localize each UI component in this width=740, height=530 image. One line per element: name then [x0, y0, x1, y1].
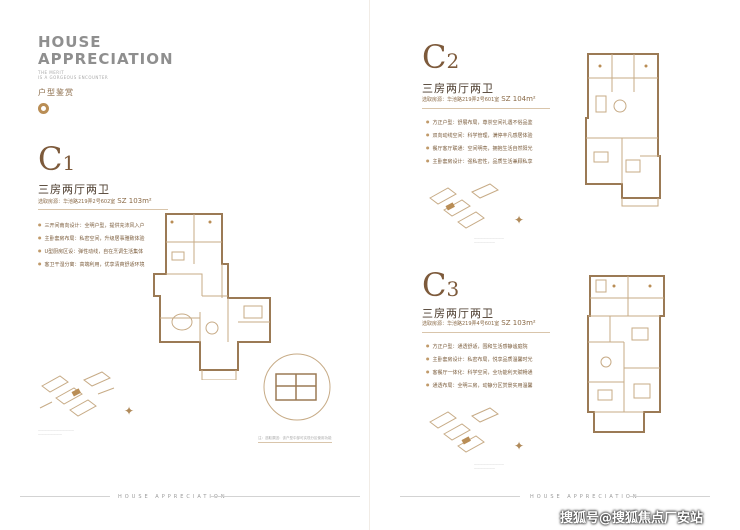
feature-list-c1: 三开间南向设计：全明户型，提供充沛风入户 主卧套房布局：私密空间，升级居事雅致体… [38, 219, 145, 271]
site-key-plan-c3 [429, 407, 499, 453]
feature-item: 客卫干湿分离：高端利用，优享清爽舒适环境 [38, 258, 145, 271]
footer-line-right [630, 496, 710, 497]
feature-list-c3: 方正户型：通透舒适，围和生活感静谧庭院 主卧套房设计：私密布局，悦享品质温馨时光… [426, 340, 533, 392]
legal-note: ———————————— ———————— [38, 428, 74, 436]
compass-icon: ✦ [514, 439, 525, 453]
floor-plan-c3 [587, 275, 665, 433]
unit-type-c3: 三房两厅两卫 [422, 307, 494, 320]
footer-label-left: HOUSE APPRECIATION [118, 494, 228, 500]
brand-subtitle: THE MERIT IS A GORGEOUS ENCOUNTER [38, 70, 109, 80]
unit-code-c3: C3 [422, 266, 460, 304]
feature-list-c2: 方正户型：舒展布局，尊崇空间礼遇不俗品鉴 双向动线空间：科学管理，满停丰凡感居体… [426, 116, 533, 168]
footer-label-right: HOUSE APPRECIATION [530, 494, 640, 500]
feature-item: 餐厅客厅联通：空间明亮，拥抱生活自然阳光 [426, 142, 533, 155]
left-page: HOUSE APPRECIATION THE MERIT IS A GORGEO… [0, 0, 370, 530]
divider [422, 108, 550, 109]
unit-area-c2: SZ 104m² [501, 95, 536, 103]
detail-note: 注：选取原因：该户型中部可实现分区使用功能 [258, 436, 332, 440]
footer-line-right [210, 496, 360, 497]
feature-item: 主卧套房设计：强私密性，品质生活兼顾私享 [426, 155, 533, 168]
feature-item: U型厨房区设：弹性动线，自在烹调生活集体 [38, 245, 145, 258]
divider [422, 332, 550, 333]
feature-item: 三开间南向设计：全明户型，提供充沛风入户 [38, 219, 145, 232]
feature-item: 方正户型：舒展布局，尊崇空间礼遇不俗品鉴 [426, 116, 533, 129]
detail-callout-c1 [263, 353, 331, 421]
ring-icon [38, 103, 49, 114]
site-key-plan-c1 [39, 371, 115, 417]
feature-item: 客餐厅一体化：科学空间，全功能利天赋畅通 [426, 366, 533, 379]
feature-item: 主卧套房布局：私密空间，升级居事雅致体验 [38, 232, 145, 245]
unit-code-c1: C1 [38, 140, 76, 178]
watermark: 搜狐号@搜狐焦点厂安站 [560, 511, 704, 526]
brand-title: HOUSE APPRECIATION [38, 33, 174, 68]
floor-plan-c2 [585, 53, 661, 207]
divider [38, 209, 168, 210]
compass-icon: ✦ [124, 404, 135, 418]
brand-cn-title: 户型鉴赏 [38, 88, 74, 97]
legal-note: —————————— ——————— [474, 236, 504, 244]
footer-line-left [400, 496, 520, 497]
unit-code-c2: C2 [422, 38, 460, 76]
floor-plan-c1 [153, 213, 271, 380]
feature-item: 主卧套房设计：私密布局，悦享品质温馨时光 [426, 353, 533, 366]
unit-type-c1: 三房两厅两卫 [38, 183, 110, 196]
feature-item: 方正户型：通透舒适，围和生活感静谧庭院 [426, 340, 533, 353]
unit-type-c2: 三房两厅两卫 [422, 82, 494, 95]
feature-item: 通透布局：全明三房，动静分区赏景实用温馨 [426, 379, 533, 392]
unit-area-c1: SZ 103m² [117, 197, 152, 205]
feature-item: 双向动线空间：科学管理，满停丰凡感居体验 [426, 129, 533, 142]
legal-note: —————————— ——————— [474, 462, 504, 470]
divider [258, 442, 332, 443]
compass-icon: ✦ [514, 213, 525, 227]
unit-area-c3: SZ 103m² [501, 319, 536, 327]
site-key-plan-c2 [429, 183, 499, 229]
footer-line-left [20, 496, 110, 497]
